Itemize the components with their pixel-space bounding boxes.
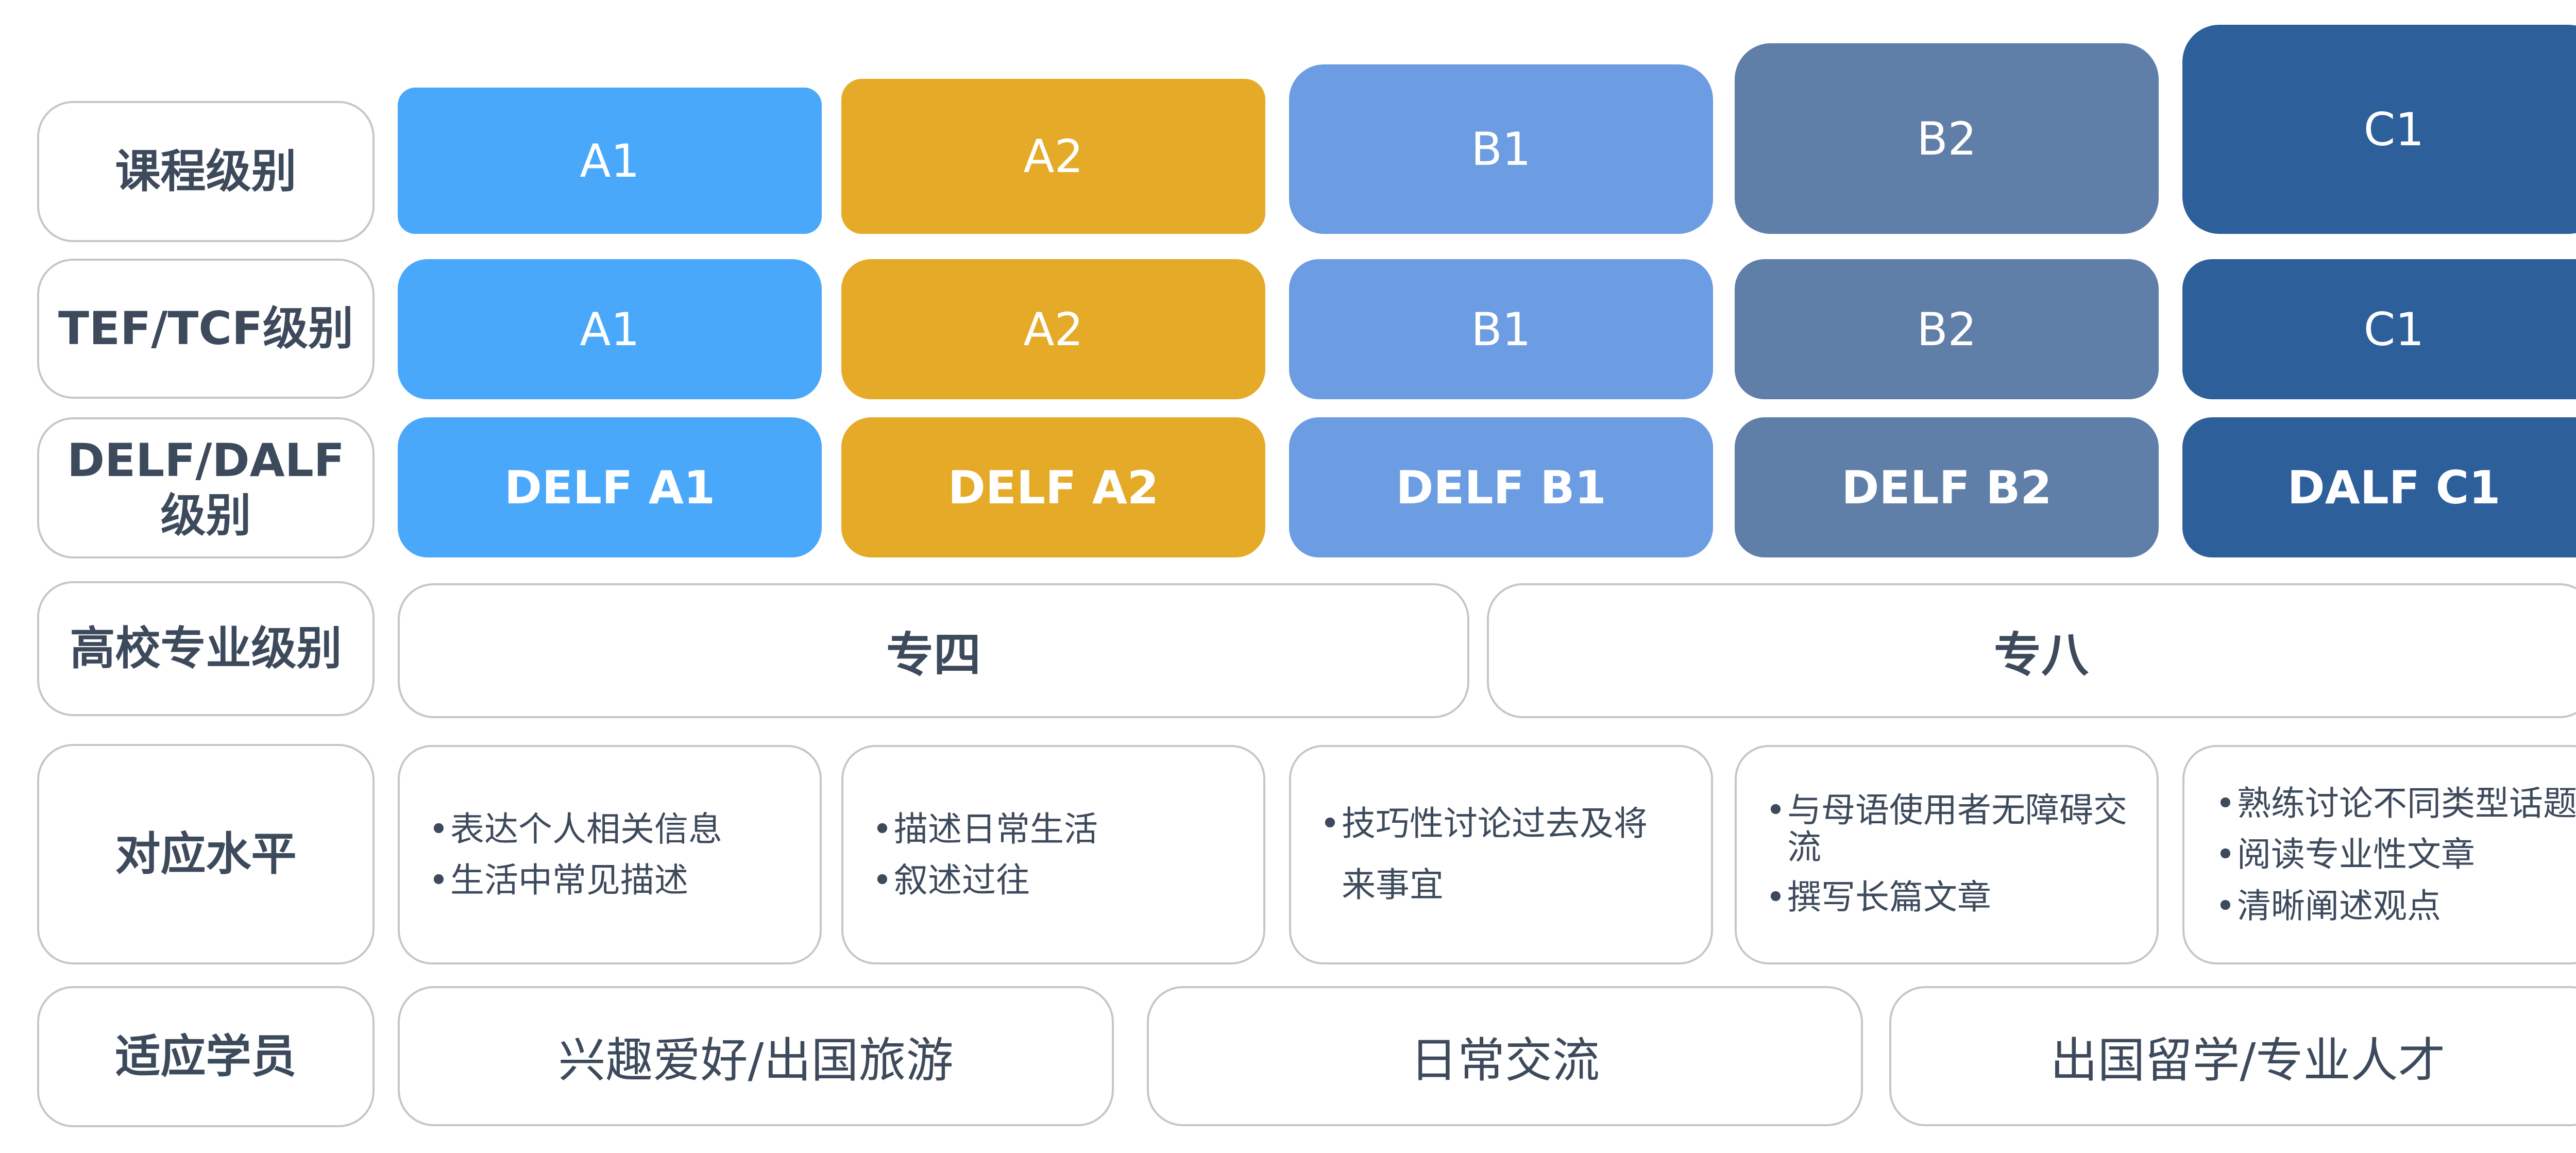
dalf-level-c1: DALF C1 [2182, 417, 2576, 557]
description-a2: 描述日常生活 叙述过往 [841, 745, 1265, 964]
list-item: 叙述过往 [872, 860, 1098, 901]
students-hobby-travel-text: 兴趣爱好/出国旅游 [558, 1032, 954, 1088]
course-level-a2-text: A2 [1023, 130, 1083, 183]
students-daily-communication: 日常交流 [1147, 986, 1863, 1126]
list-item: 技巧性讨论过去及将来事宜 [1320, 793, 1650, 916]
list-item: 阅读专业性文章 [2215, 834, 2576, 875]
row-label-students-text: 适应学员 [115, 1030, 297, 1083]
row-label-course-text: 课程级别 [115, 145, 297, 198]
tef-level-b1: B1 [1289, 259, 1713, 399]
delf-level-a2: DELF A2 [841, 417, 1265, 557]
university-level-zhuanba: 专八 [1487, 583, 2576, 718]
dalf-level-c1-text: DALF C1 [2287, 461, 2501, 514]
row-label-delf-line1: DELF/DALF [67, 433, 345, 487]
row-label-tef-text: TEF/TCF级别 [58, 302, 354, 355]
course-level-b1: B1 [1289, 64, 1713, 234]
tef-level-a1: A1 [398, 259, 822, 399]
delf-level-b1: DELF B1 [1289, 417, 1713, 557]
students-study-abroad-text: 出国留学/专业人才 [2050, 1032, 2446, 1088]
course-level-a1: A1 [398, 88, 822, 234]
delf-level-a2-text: DELF A2 [947, 461, 1159, 514]
list-item: 撰写长篇文章 [1766, 877, 2137, 918]
row-label-university-text: 高校专业级别 [70, 622, 342, 675]
description-c1-list: 熟练讨论不同类型话题 阅读专业性文章 清晰阐述观点 [2215, 773, 2576, 937]
tef-level-a2: A2 [841, 259, 1265, 399]
row-label-tef: TEF/TCF级别 [37, 259, 375, 399]
row-label-delf: DELF/DALF 级别 [37, 417, 375, 558]
course-level-a2: A2 [841, 79, 1265, 234]
tef-level-a1-text: A1 [580, 302, 640, 356]
description-a2-list: 描述日常生活 叙述过往 [872, 799, 1098, 911]
tef-level-c1-text: C1 [2363, 302, 2425, 356]
tef-level-b1-text: B1 [1471, 302, 1531, 356]
description-b1: 技巧性讨论过去及将来事宜 [1289, 745, 1713, 964]
description-b1-list: 技巧性讨论过去及将来事宜 [1320, 793, 1650, 916]
row-label-delf-line2: 级别 [160, 489, 251, 542]
tef-level-a2-text: A2 [1023, 302, 1083, 356]
list-item: 表达个人相关信息 [429, 809, 722, 850]
tef-level-c1: C1 [2182, 259, 2576, 399]
description-c1: 熟练讨论不同类型话题 阅读专业性文章 清晰阐述观点 [2182, 745, 2576, 964]
row-label-level: 对应水平 [37, 744, 375, 964]
students-daily-communication-text: 日常交流 [1410, 1032, 1600, 1088]
course-level-a1-text: A1 [580, 134, 640, 188]
description-b2-list: 与母语使用者无障碍交流 撰写长篇文章 [1766, 782, 2137, 928]
university-level-zhuanba-text: 专八 [1993, 627, 2089, 683]
list-item: 与母语使用者无障碍交流 [1766, 791, 2137, 867]
course-level-b1-text: B1 [1471, 123, 1531, 176]
delf-level-b1-text: DELF B1 [1396, 461, 1606, 514]
students-hobby-travel: 兴趣爱好/出国旅游 [398, 986, 1114, 1126]
delf-level-a1-text: DELF A1 [504, 461, 716, 514]
course-level-c1: C1 [2182, 25, 2576, 234]
row-label-course: 课程级别 [37, 101, 375, 242]
delf-level-b2: DELF B2 [1735, 417, 2159, 557]
course-level-b2-text: B2 [1917, 112, 1977, 165]
university-level-zhuansi-text: 专四 [886, 627, 981, 683]
list-item: 熟练讨论不同类型话题 [2215, 783, 2576, 824]
description-b2: 与母语使用者无障碍交流 撰写长篇文章 [1735, 745, 2159, 964]
description-a1: 表达个人相关信息 生活中常见描述 [398, 745, 822, 964]
delf-level-b2-text: DELF B2 [1841, 461, 2052, 514]
tef-level-b2: B2 [1735, 259, 2159, 399]
delf-level-a1: DELF A1 [398, 417, 822, 557]
students-study-abroad: 出国留学/专业人才 [1889, 986, 2576, 1126]
row-label-level-text: 对应水平 [115, 827, 297, 881]
row-label-university: 高校专业级别 [37, 581, 375, 716]
university-level-zhuansi: 专四 [398, 583, 1469, 718]
tef-level-b2-text: B2 [1917, 302, 1977, 356]
course-level-b2: B2 [1735, 43, 2159, 234]
course-level-c1-text: C1 [2363, 103, 2425, 156]
list-item: 清晰阐述观点 [2215, 886, 2576, 926]
list-item: 生活中常见描述 [429, 860, 722, 901]
description-a1-list: 表达个人相关信息 生活中常见描述 [429, 799, 722, 911]
row-label-students: 适应学员 [37, 986, 375, 1127]
list-item: 描述日常生活 [872, 809, 1098, 850]
